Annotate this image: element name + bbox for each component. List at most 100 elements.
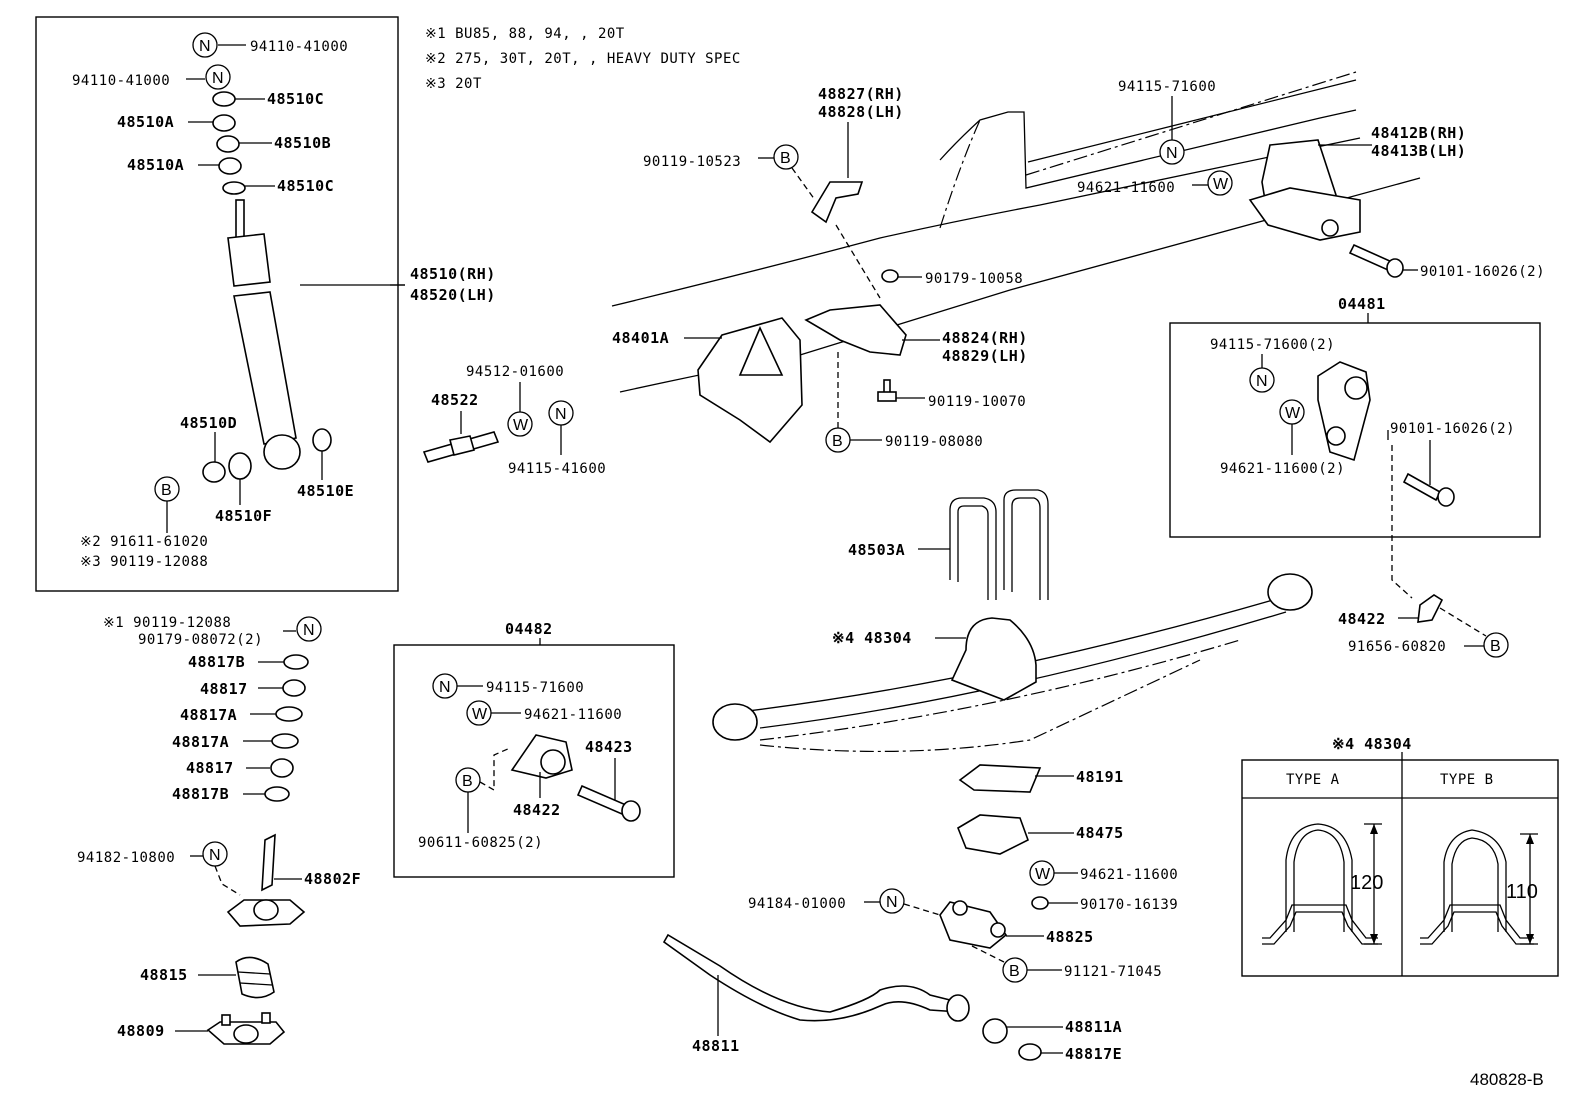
label-94110-41000-a: 94110-41000: [250, 39, 348, 55]
svg-text:W: W: [1035, 866, 1051, 883]
bushing-48817-top: [282, 679, 306, 697]
label-48510-rh: 48510(RH): [410, 265, 496, 283]
bracket-48824: [804, 304, 907, 356]
label-94115-71600-top: 94115-71600: [1118, 79, 1216, 95]
bolt-04481: [1402, 472, 1455, 507]
label-90119-10523: 90119-10523: [643, 154, 741, 170]
label-48817-top: 48817: [200, 680, 248, 698]
label-91121-71045: 91121-71045: [1064, 964, 1162, 980]
svg-text:B: B: [462, 773, 473, 790]
label-48510a-top: 48510A: [117, 113, 174, 131]
label-04482-48423: 48423: [585, 738, 633, 756]
svg-text:W: W: [513, 417, 529, 434]
label-48413b-lh: 48413B(LH): [1371, 142, 1466, 160]
label-48475: 48475: [1076, 824, 1124, 842]
label-48815: 48815: [140, 966, 188, 984]
bushing-48811a: [982, 1018, 1008, 1044]
nut-90170-16139: [1031, 896, 1049, 910]
box-04481: [1169, 322, 1541, 538]
label-94110-41000-b: 94110-41000: [72, 73, 170, 89]
label-48522: 48522: [431, 391, 479, 409]
svg-text:N: N: [209, 847, 221, 864]
label-48817e: 48817E: [1065, 1045, 1122, 1063]
label-48401a: 48401A: [612, 329, 669, 347]
bushing-48817b-lower: [264, 786, 290, 802]
n-symbol: N: [548, 400, 574, 426]
box-04482-title: 04482: [505, 620, 553, 638]
shock-absorber-box: [35, 16, 399, 592]
bushing-48510b: [216, 135, 240, 153]
label-90179-08072: 90179-08072(2): [138, 632, 263, 648]
n-symbol: N: [296, 616, 322, 642]
pin-48522: [422, 431, 500, 463]
u-bolt-48503a: [949, 489, 1049, 600]
label-90179-10058: 90179-10058: [925, 271, 1023, 287]
svg-text:N: N: [303, 622, 315, 639]
label-48510a-lower: 48510A: [127, 156, 184, 174]
stabilizer-bar-48811: [662, 933, 970, 1022]
type-b-height: 110: [1506, 881, 1538, 903]
label-48817b-lower: 48817B: [172, 785, 229, 803]
label-48510d: 48510D: [180, 414, 237, 432]
b-symbol: B: [154, 476, 180, 502]
svg-text:N: N: [886, 894, 898, 911]
plate-48475: [957, 814, 1029, 855]
svg-text:B: B: [780, 150, 791, 167]
b-symbol: B: [825, 427, 851, 453]
clamp-48809: [206, 1012, 286, 1045]
label-94621-11600-top: 94621-11600: [1077, 180, 1175, 196]
spring-hanger-48412b: [1248, 139, 1361, 241]
label-48503a: 48503A: [848, 541, 905, 559]
plate-48422: [1417, 594, 1444, 623]
label-48510f: 48510F: [215, 507, 272, 525]
n-symbol: N: [1249, 367, 1275, 393]
label-48811a: 48811A: [1065, 1018, 1122, 1036]
label-94182-10800: 94182-10800: [77, 850, 175, 866]
svg-text:N: N: [1256, 373, 1268, 390]
type-a-spacer: [1262, 823, 1378, 945]
label-48817b-top: 48817B: [188, 653, 245, 671]
label-04482-48422: 48422: [513, 801, 561, 819]
svg-text:N: N: [199, 38, 211, 55]
svg-text:N: N: [212, 70, 224, 87]
bracket-48401a: [697, 317, 803, 444]
shackle-48422-04482: [510, 734, 573, 779]
note-2: ※2 275, 30T, 20T, , HEAVY DUTY SPEC: [425, 51, 741, 67]
type-b-header: TYPE B: [1440, 772, 1494, 788]
bushing-48510e: [312, 428, 332, 452]
label-48827-rh: 48827(RH): [818, 85, 904, 103]
n-symbol: N: [202, 841, 228, 867]
label-04481-94621-11600: 94621-11600(2): [1220, 461, 1345, 477]
label-48510b: 48510B: [274, 134, 331, 152]
bushing-48510f: [228, 452, 252, 480]
shock-absorber-body: [227, 199, 301, 470]
label-94512-01600: 94512-01600: [466, 364, 564, 380]
label-91611-61020: ※2 91611-61020: [80, 534, 208, 550]
b-symbol: B: [1483, 632, 1509, 658]
label-90170-16139: 90170-16139: [1080, 897, 1178, 913]
n-symbol: N: [192, 32, 218, 58]
b-symbol: B: [1002, 957, 1028, 983]
bushing-48510a-lower: [218, 157, 242, 175]
label-90611-60825: 90611-60825(2): [418, 835, 543, 851]
bushing-48510c-top: [212, 91, 236, 107]
svg-text:W: W: [1285, 405, 1301, 422]
boot-48815: [235, 956, 275, 999]
bushing-48510d: [202, 461, 226, 483]
svg-text:B: B: [1009, 963, 1020, 980]
w-symbol: W: [1207, 170, 1233, 196]
label-04481-90101-16026: 90101-16026(2): [1390, 421, 1515, 437]
w-symbol: W: [1279, 399, 1305, 425]
label-48191: 48191: [1076, 768, 1124, 786]
spacer-48304: [950, 617, 1037, 701]
box-04481-title: 04481: [1338, 295, 1386, 313]
w-symbol: W: [466, 700, 492, 726]
bushing-48817e: [1018, 1043, 1042, 1061]
label-48510c-lower: 48510C: [277, 177, 334, 195]
bolt-48423: [576, 784, 641, 822]
bushing-48817b-top: [283, 654, 309, 670]
svg-text:W: W: [472, 706, 488, 723]
types-table: [1241, 759, 1559, 977]
bolt-90119-10070: [877, 379, 897, 402]
